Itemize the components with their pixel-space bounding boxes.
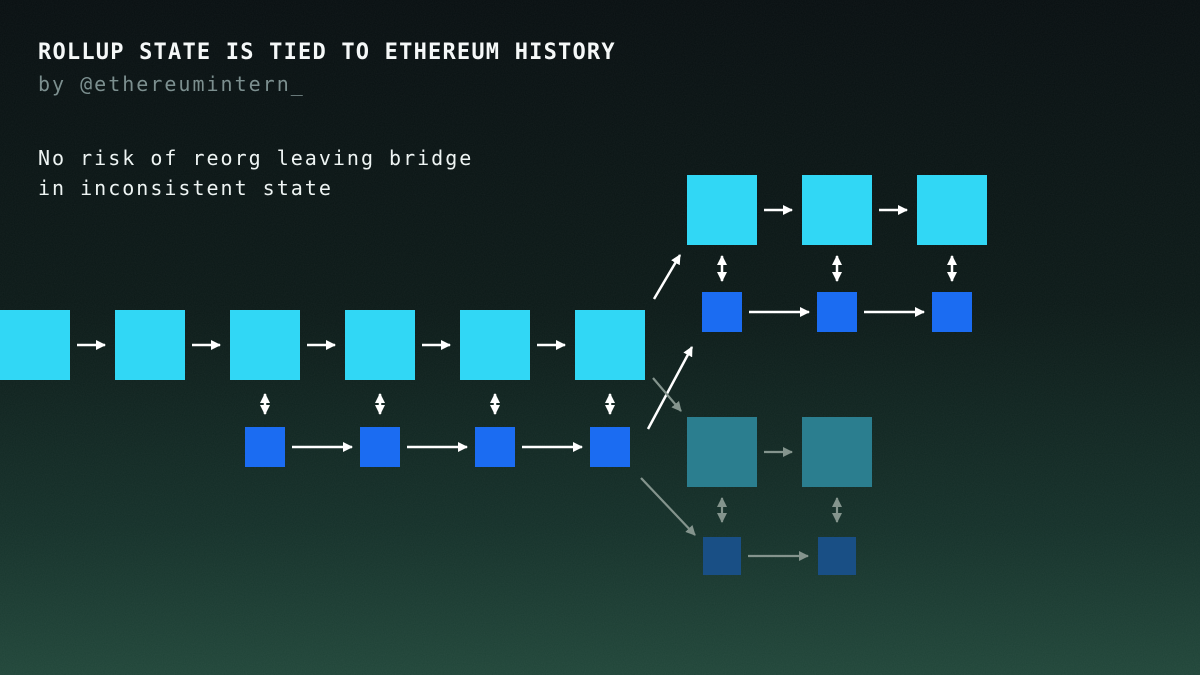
note-text: No risk of reorg leaving bridge in incon…	[38, 143, 473, 203]
canonical-l1-branch	[687, 175, 987, 245]
canonical-l2-branch	[702, 292, 972, 332]
l2-block	[702, 292, 742, 332]
canonical-l1-l2-links	[717, 255, 957, 282]
l1-block	[345, 310, 415, 380]
l2-block	[932, 292, 972, 332]
reorged-l1-l2-links	[717, 497, 842, 523]
main-l1-chain	[0, 310, 645, 380]
fork-arrow-reorged-l2	[640, 477, 696, 536]
l2-block	[817, 292, 857, 332]
l1-block	[460, 310, 530, 380]
slide-title: ROLLUP STATE IS TIED TO ETHEREUM HISTORY	[38, 40, 616, 65]
l1-block	[917, 175, 987, 245]
fork-arrow-reorged-l1	[652, 377, 682, 412]
l2-block-faded	[703, 537, 741, 575]
l1-block	[802, 175, 872, 245]
fork-arrow-canonical-l2	[646, 346, 694, 430]
note-line-1: No risk of reorg leaving bridge	[38, 146, 474, 170]
l2-block	[475, 427, 515, 467]
l1-block-faded	[802, 417, 872, 487]
l1-block	[575, 310, 645, 380]
reorged-l1-branch	[687, 417, 872, 487]
l1-block	[687, 175, 757, 245]
l1-block	[230, 310, 300, 380]
l2-block	[245, 427, 285, 467]
l1-block-faded	[687, 417, 757, 487]
main-l2-chain	[245, 427, 630, 467]
l2-block-faded	[818, 537, 856, 575]
byline: by @ethereumintern_	[38, 72, 305, 96]
l2-block	[360, 427, 400, 467]
main-l1-l2-links	[260, 393, 615, 415]
note-line-2: in inconsistent state	[38, 176, 333, 200]
l1-block	[0, 310, 70, 380]
fork-arrow-canonical-l1	[652, 254, 682, 300]
l2-block	[590, 427, 630, 467]
fork-arrows	[640, 254, 696, 536]
reorged-l2-branch	[703, 537, 856, 575]
l1-block	[115, 310, 185, 380]
